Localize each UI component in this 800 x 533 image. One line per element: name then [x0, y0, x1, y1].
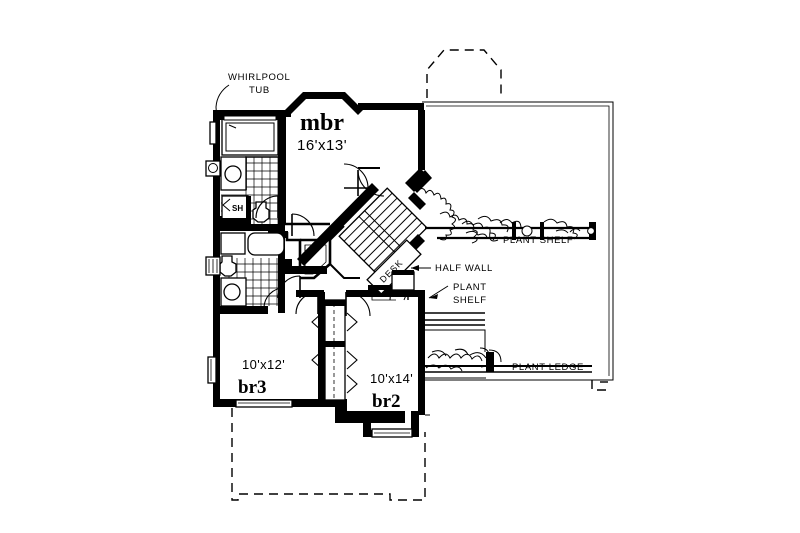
room-dim-mbr: 16'x13' — [297, 137, 347, 154]
room-label-mbr: mbr — [300, 110, 344, 136]
plant-ledge-graphic — [419, 347, 592, 374]
master-sink-fixture — [205, 156, 247, 191]
plant-shelf-upper-graphic — [417, 188, 596, 244]
half-wall-label: HALF WALL — [435, 263, 493, 274]
bath2 — [205, 195, 285, 309]
plant-shelf-lower-graphic — [425, 285, 485, 326]
hall-closet — [391, 270, 415, 291]
master-toilet-fixture — [252, 201, 270, 223]
plant-ledge-label: PLANT LEDGE — [512, 362, 584, 373]
dashed-footprint-outline — [231, 49, 608, 501]
shower-label: SH — [232, 204, 243, 213]
room-label-br2: br2 — [372, 391, 401, 412]
room-label-br3: br3 — [238, 377, 267, 398]
room-dim-br2: 10'x14' — [370, 371, 413, 386]
bedroom-windows — [207, 356, 413, 438]
whirlpool-leader — [215, 84, 230, 120]
mbr-door — [357, 167, 385, 197]
text-labels: WHIRLPOOL TUB mbr 16'x13' PLANT SHELF HA… — [215, 72, 584, 412]
open-to-below-void — [422, 101, 614, 381]
walk-in-closet — [285, 213, 360, 280]
bedroom-closets — [311, 299, 358, 401]
room-dim-br3: 10'x12' — [242, 357, 285, 372]
whirlpool-tub-label-line2: TUB — [249, 85, 270, 96]
landing-edges — [425, 329, 486, 416]
plant-shelf-lower-label-line2: SHELF — [453, 295, 487, 306]
stair-treads — [343, 192, 423, 272]
shower-stall: SH — [220, 195, 251, 224]
staircase — [338, 170, 432, 277]
plant-shelf-upper-label: PLANT SHELF — [503, 235, 573, 246]
plant-shelf-lower-label-line1: PLANT — [453, 282, 487, 293]
whirlpool-tub-label-line1: WHIRLPOOL — [228, 72, 290, 83]
whirlpool-tub-fixture — [209, 115, 280, 156]
